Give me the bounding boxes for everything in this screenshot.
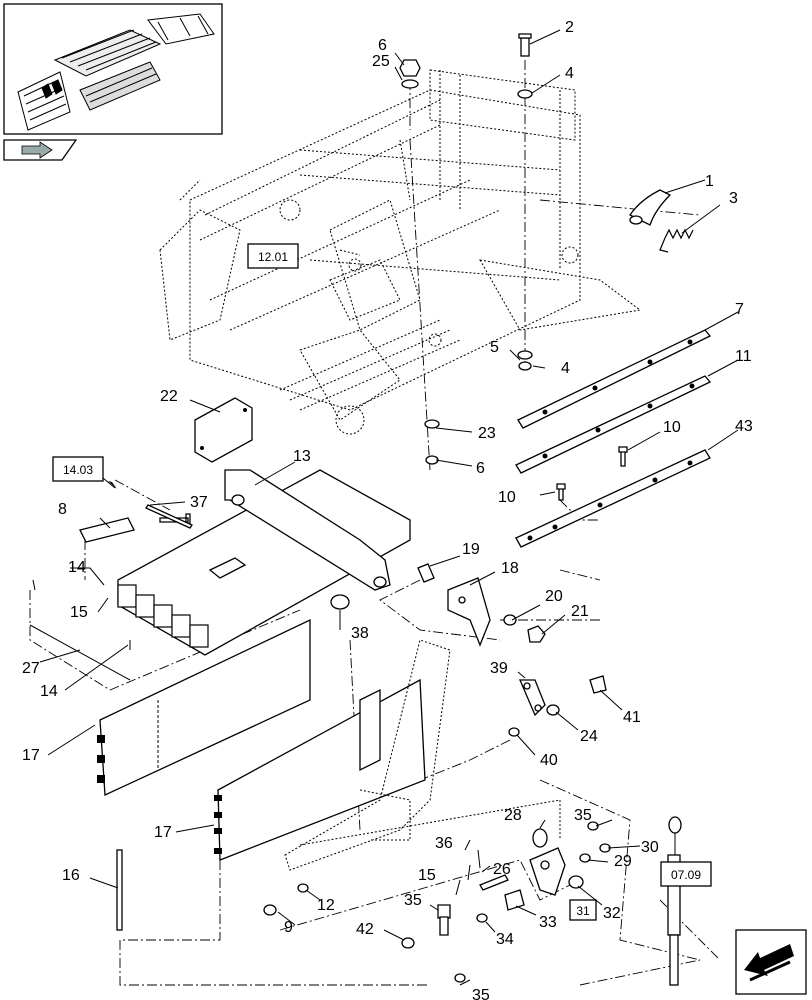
wear-strip-7 bbox=[517, 329, 712, 429]
callout-3: 3 bbox=[729, 190, 738, 207]
rod-27 bbox=[29, 579, 131, 681]
cover-plate bbox=[194, 397, 253, 463]
washer-38 bbox=[330, 594, 350, 610]
chute-assembly bbox=[117, 469, 411, 656]
callout-24: 24 bbox=[580, 728, 598, 745]
nut-21 bbox=[527, 625, 546, 643]
callout-26: 26 bbox=[493, 861, 511, 878]
callout-18: 18 bbox=[501, 560, 519, 577]
navigation-arrow-icon[interactable] bbox=[3, 139, 78, 161]
callout-16: 16 bbox=[62, 867, 80, 884]
callout-4: 4 bbox=[561, 360, 570, 377]
callout-32: 32 bbox=[603, 905, 621, 922]
ref-box-1403[interactable]: 14.03 bbox=[52, 456, 117, 489]
callout-38: 38 bbox=[351, 625, 369, 642]
callout-25: 25 bbox=[372, 53, 390, 70]
baler-frame bbox=[159, 69, 642, 435]
hardware-top bbox=[399, 33, 533, 465]
callout-10: 10 bbox=[663, 419, 681, 436]
link-39 bbox=[519, 679, 546, 717]
callout-17: 17 bbox=[154, 824, 172, 841]
callout-7: 7 bbox=[735, 301, 744, 318]
latch-part bbox=[629, 189, 672, 226]
callout-15: 15 bbox=[70, 604, 88, 621]
svg-text:31: 31 bbox=[576, 904, 590, 918]
callout-11: 11 bbox=[735, 348, 752, 365]
callout-37: 37 bbox=[190, 494, 208, 511]
callout-35: 35 bbox=[574, 807, 592, 824]
callout-13: 13 bbox=[293, 448, 311, 465]
side-panel-left bbox=[97, 618, 311, 796]
callout-6: 6 bbox=[378, 37, 387, 54]
callout-34: 34 bbox=[496, 931, 514, 948]
wear-strip-11 bbox=[515, 375, 712, 474]
callout-20: 20 bbox=[545, 588, 563, 605]
washer-20 bbox=[503, 614, 517, 626]
callout-27: 27 bbox=[22, 660, 40, 677]
side-panel-right bbox=[214, 678, 426, 861]
callout-33: 33 bbox=[539, 914, 557, 931]
leader-lines bbox=[39, 29, 739, 986]
callout-9: 9 bbox=[284, 919, 293, 936]
callout-19: 19 bbox=[462, 541, 480, 558]
bolt-19 bbox=[417, 563, 435, 583]
callout-12: 12 bbox=[317, 897, 335, 914]
callout-21: 21 bbox=[571, 603, 589, 620]
callout-28: 28 bbox=[504, 807, 522, 824]
callout-36: 36 bbox=[435, 835, 453, 852]
wear-strip-43 bbox=[515, 449, 711, 548]
callout-41: 41 bbox=[623, 709, 641, 726]
callout-17: 17 bbox=[22, 747, 40, 764]
lower-frame bbox=[284, 639, 561, 871]
callout-43: 43 bbox=[735, 418, 753, 435]
rod-16 bbox=[116, 849, 123, 931]
callout-4: 4 bbox=[565, 65, 574, 82]
svg-text:14.03: 14.03 bbox=[63, 463, 93, 477]
ref-box-31[interactable]: 31 bbox=[569, 899, 597, 921]
svg-text:12.01: 12.01 bbox=[258, 250, 288, 264]
callout-35: 35 bbox=[404, 892, 422, 909]
bolt-10 bbox=[556, 446, 628, 501]
washer-40 bbox=[508, 727, 520, 737]
callout-35: 35 bbox=[472, 987, 490, 1000]
callout-8: 8 bbox=[58, 501, 67, 518]
callout-22: 22 bbox=[160, 388, 178, 405]
bracket-18 bbox=[447, 577, 491, 647]
callout-10: 10 bbox=[498, 489, 516, 506]
decal-8 bbox=[79, 517, 135, 543]
callout-15: 15 bbox=[418, 867, 436, 884]
callout-14: 14 bbox=[68, 559, 86, 576]
svg-text:07.09: 07.09 bbox=[671, 868, 701, 882]
callout-42: 42 bbox=[356, 921, 374, 938]
callout-39: 39 bbox=[490, 660, 508, 677]
callout-labels: 1 2 3 4 4 5 6 6 7 8 9 10 10 11 12 13 14 … bbox=[22, 19, 753, 1000]
callout-23: 23 bbox=[478, 425, 496, 442]
bolt-41 bbox=[589, 675, 607, 694]
callout-5: 5 bbox=[490, 339, 499, 356]
cylinder-0709 bbox=[667, 816, 682, 986]
overview-thumbnail-icon[interactable] bbox=[3, 3, 223, 135]
callout-14: 14 bbox=[40, 683, 58, 700]
callout-30: 30 bbox=[641, 839, 659, 856]
callout-29: 29 bbox=[614, 853, 632, 870]
pin-37 bbox=[145, 504, 193, 529]
callout-2: 2 bbox=[565, 19, 574, 36]
ref-box-0709[interactable]: 07.09 bbox=[660, 861, 712, 887]
callout-1: 1 bbox=[705, 173, 714, 190]
spring-part bbox=[659, 228, 694, 253]
ref-box-1201[interactable]: 12.01 bbox=[247, 243, 299, 269]
page-forward-icon[interactable] bbox=[735, 929, 807, 995]
callout-40: 40 bbox=[540, 752, 558, 769]
callout-6: 6 bbox=[476, 460, 485, 477]
